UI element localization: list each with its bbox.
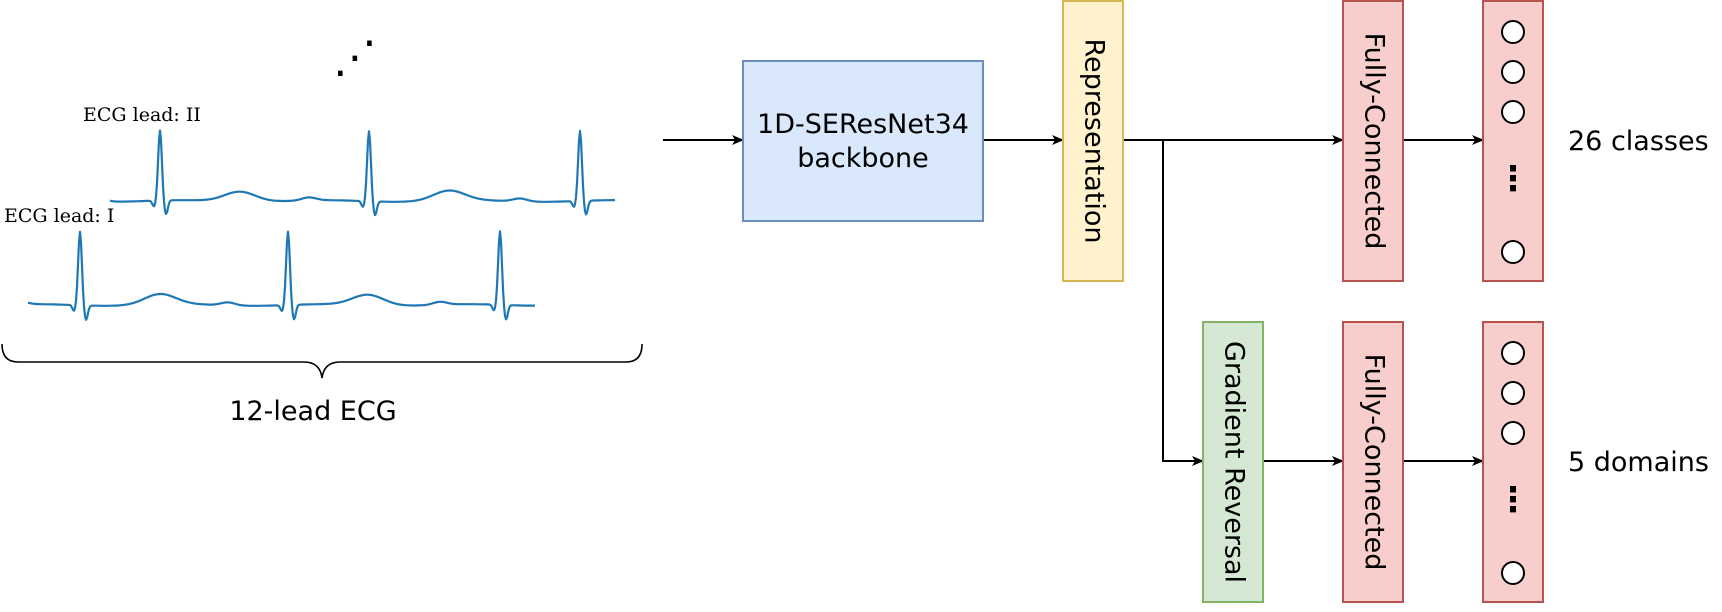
- fc-bottom-box: [1342, 321, 1404, 603]
- gradient-reversal-box: [1202, 321, 1264, 603]
- domain-output-node: [1501, 341, 1525, 365]
- gradient-reversal-label: Gradient Reversal: [1219, 341, 1250, 583]
- fc-bottom-block: Fully-Connected: [1342, 321, 1404, 603]
- class-output-ellipsis: ⋮: [1496, 159, 1530, 199]
- fc-bottom-label: Fully-Connected: [1359, 354, 1390, 571]
- representation-block: Representation: [1062, 0, 1124, 282]
- backbone-title: 1D-SEResNet34: [757, 109, 969, 140]
- domain-output-node: [1501, 561, 1525, 585]
- domains-label: 5 domains: [1568, 447, 1709, 478]
- fc-top-box: [1342, 0, 1404, 282]
- class-output-node: [1501, 100, 1525, 124]
- arrow-representation-to-gradient-reversal: [1162, 140, 1204, 466]
- ecg-group-brace: [1, 343, 643, 379]
- domain-output-box: [1482, 321, 1544, 603]
- domain-output-ellipsis: ⋮: [1496, 480, 1530, 520]
- class-output-node: [1501, 240, 1525, 264]
- representation-box: [1062, 0, 1124, 282]
- backbone-box: [742, 60, 984, 222]
- ecg-lead-ii-trace: [109, 129, 616, 217]
- ecg-lead-ii-label: ECG lead: II: [83, 104, 201, 126]
- ecg-lead-i-label: ECG lead: I: [4, 205, 114, 227]
- more-leads-ellipsis: ⋰: [333, 32, 377, 83]
- fc-top-block: Fully-Connected: [1342, 0, 1404, 282]
- ecg-group-label: 12-lead ECG: [229, 396, 396, 427]
- domain-output-layer: ⋮ 5 domains: [1482, 321, 1709, 603]
- class-output-node: [1501, 20, 1525, 44]
- class-output-layer: ⋮ 26 classes: [1482, 0, 1709, 282]
- connectors: [663, 135, 1484, 466]
- classes-label: 26 classes: [1568, 126, 1709, 157]
- ecg-input: ⋰ ECG lead: II ECG lead: I 12-lead ECG: [1, 32, 643, 427]
- domain-output-node: [1501, 381, 1525, 405]
- backbone-subtitle: backbone: [797, 143, 929, 174]
- class-output-node: [1501, 60, 1525, 84]
- ecg-lead-i-trace: [27, 230, 536, 321]
- class-output-box: [1482, 0, 1544, 282]
- gradient-reversal-block: Gradient Reversal: [1202, 321, 1264, 603]
- domain-output-node: [1501, 421, 1525, 445]
- backbone-block: 1D-SEResNet34 backbone: [742, 60, 984, 222]
- representation-label: Representation: [1079, 38, 1110, 243]
- fc-top-label: Fully-Connected: [1359, 33, 1390, 250]
